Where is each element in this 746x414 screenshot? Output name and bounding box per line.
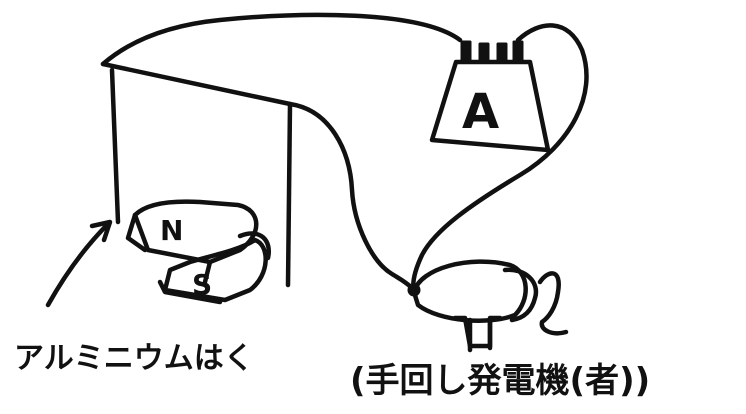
ammeter: A [429, 40, 551, 153]
ammeter-symbol: A [462, 84, 499, 140]
wire-foil-to-generator [287, 101, 415, 291]
north-pole-label: N [160, 214, 183, 247]
foil-arrow [45, 219, 113, 308]
south-pole-label: S [192, 268, 212, 301]
magnet-south: S [157, 231, 272, 305]
generator-label: (手回し発電機(者)) [350, 361, 650, 401]
aluminum-foil [100, 61, 293, 288]
hand-crank-generator [407, 259, 569, 353]
wire-to-foil-top [100, 12, 463, 67]
foil-label: アルミニウムはく [14, 341, 254, 376]
wire-ammeter-to-generator [411, 23, 589, 295]
